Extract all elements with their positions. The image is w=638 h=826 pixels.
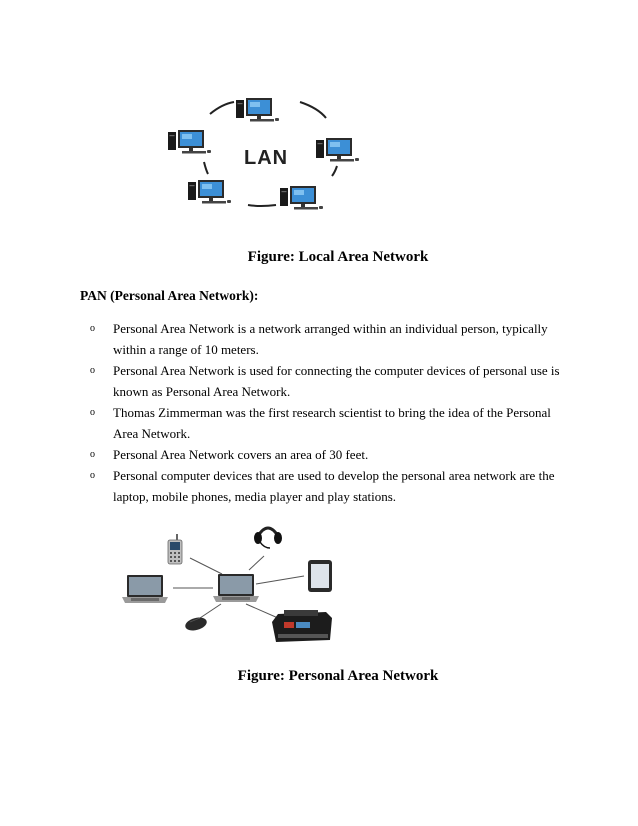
bullet-marker: o	[90, 365, 95, 376]
list-item-text: Thomas Zimmerman was the first research …	[113, 405, 551, 441]
list-item-text: Personal Area Network is used for connec…	[113, 363, 560, 399]
printer-icon	[272, 610, 332, 642]
desktop-computer-icon	[280, 186, 323, 210]
list-item: o Personal computer devices that are use…	[88, 465, 568, 507]
mouse-icon	[185, 617, 207, 631]
lan-figure-caption: Figure: Local Area Network	[247, 249, 429, 265]
lan-label: LAN	[244, 147, 288, 169]
pan-figure-caption: Figure: Personal Area Network	[237, 668, 439, 684]
laptop-icon	[122, 575, 168, 603]
tablet-icon	[308, 560, 332, 592]
bullet-marker: o	[90, 449, 95, 460]
desktop-computer-icon	[316, 138, 359, 162]
list-item: o Personal Area Network is a network arr…	[88, 318, 568, 360]
desktop-computer-icon	[236, 98, 279, 122]
laptop-icon	[213, 574, 259, 602]
bullet-marker: o	[90, 407, 95, 418]
phone-icon	[167, 534, 183, 565]
bullet-marker: o	[90, 323, 95, 334]
bullet-list: o Personal Area Network is a network arr…	[88, 318, 568, 507]
desktop-computer-icon	[168, 130, 211, 154]
list-item-text: Personal Area Network covers an area of …	[113, 447, 369, 462]
list-item-text: Personal Area Network is a network arran…	[113, 321, 548, 357]
bullet-marker: o	[90, 470, 95, 481]
list-item: o Personal Area Network covers an area o…	[88, 444, 568, 465]
pan-diagram	[122, 526, 332, 642]
list-item: o Personal Area Network is used for conn…	[88, 360, 568, 402]
lan-diagram: LAN	[168, 98, 359, 210]
list-item-text: Personal computer devices that are used …	[113, 468, 555, 504]
section-heading: PAN (Personal Area Network):	[80, 288, 259, 303]
desktop-computer-icon	[188, 180, 231, 204]
list-item: o Thomas Zimmerman was the first researc…	[88, 402, 568, 444]
headset-icon	[254, 526, 282, 549]
